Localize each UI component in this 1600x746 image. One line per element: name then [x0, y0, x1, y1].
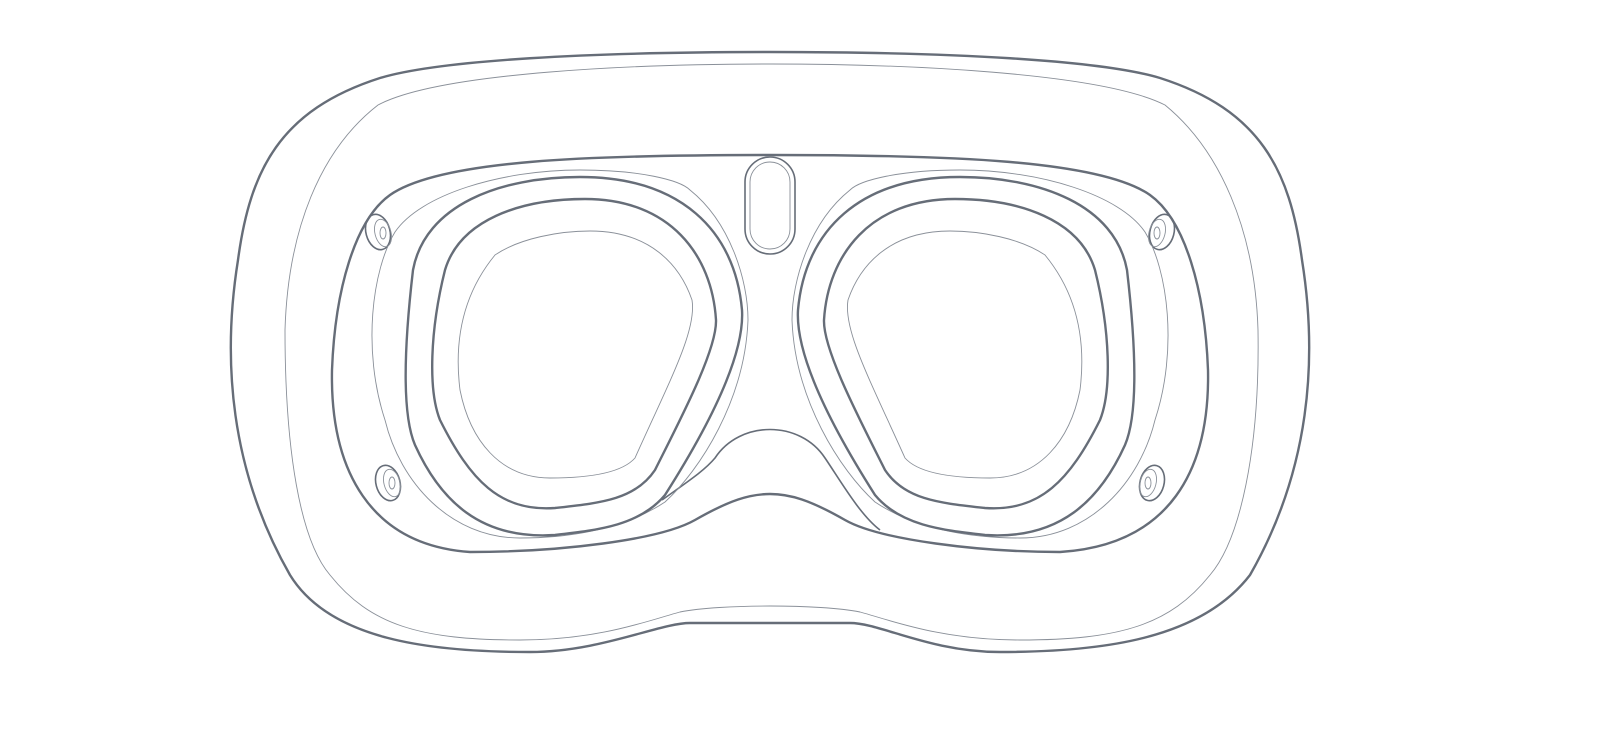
- inner-plate-outline: [330, 153, 1210, 554]
- nose-bridge-arch: [661, 428, 881, 531]
- fastener-top: [364, 213, 392, 251]
- eye-outer-thin-outline: [371, 169, 749, 539]
- outer-shell-outline: [229, 50, 1311, 654]
- cushion-inner-contour: [284, 63, 1259, 641]
- lens-opening: [457, 230, 694, 479]
- fastener-bottom: [374, 464, 402, 502]
- left-eye-assembly: [364, 169, 749, 539]
- right-eye-assembly: [790, 168, 1180, 540]
- eye-inner-ring: [431, 197, 718, 510]
- eye-outer-ring: [404, 175, 744, 537]
- top-sensor-button: [744, 156, 796, 255]
